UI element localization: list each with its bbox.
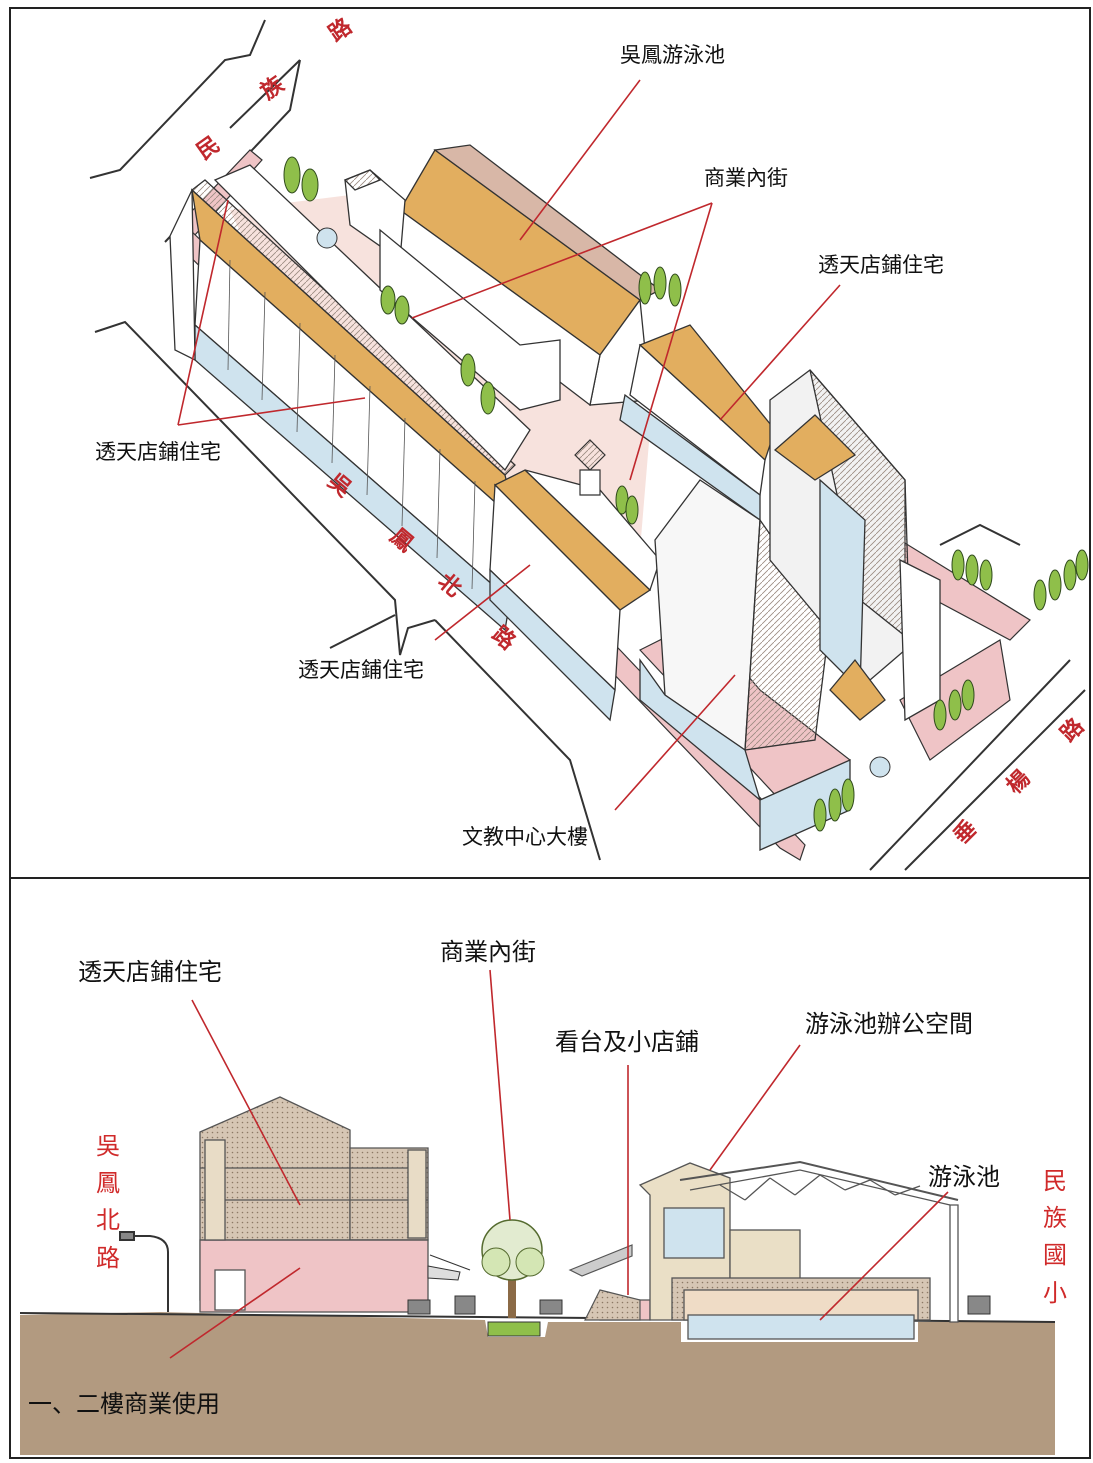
label-section-stands-shops: 看台及小店鋪	[555, 1028, 699, 1056]
section-road-left-char: 路	[96, 1243, 120, 1272]
section-road-right-char: 國	[1043, 1241, 1067, 1270]
label-shophouse-left: 透天店鋪住宅	[95, 440, 221, 464]
label-shophouse-bottom: 透天店鋪住宅	[298, 658, 424, 682]
label-section-pool: 游泳池	[928, 1163, 1000, 1191]
plan-leader-lines	[177, 79, 841, 811]
pool-building	[638, 1160, 959, 1340]
label-swimming-pool: 吳鳳游泳池	[620, 43, 725, 67]
section-road-left-char: 吳	[96, 1132, 120, 1160]
section-leader-lines	[169, 969, 949, 1359]
section-road-right: 民 族 國 小	[1042, 1163, 1068, 1312]
section-road-right-char: 民	[1043, 1167, 1067, 1195]
label-education-tower: 文教中心大樓	[462, 825, 588, 849]
label-commercial-street: 商業內街	[704, 166, 788, 190]
left-shophouse-block	[169, 164, 531, 632]
label-section-pool-office: 游泳池辦公空間	[805, 1010, 973, 1038]
education-center-tower	[639, 369, 941, 852]
street-tree	[481, 1219, 545, 1337]
section-road-right-char: 族	[1043, 1204, 1067, 1233]
section-road-right-char: 小	[1043, 1278, 1067, 1307]
fountain	[316, 227, 338, 249]
swimming-pool-building	[343, 144, 662, 411]
section-left-building	[199, 1096, 429, 1313]
street-lamp	[119, 1231, 169, 1312]
section-road-left-char: 鳳	[96, 1169, 120, 1198]
right-shophouse-block	[619, 324, 776, 522]
section-road-left-char: 北	[96, 1206, 120, 1235]
section-road-left: 吳 鳳 北 路	[95, 1128, 121, 1277]
label-section-shophouse: 透天店鋪住宅	[78, 958, 222, 986]
label-section-commercial-street: 商業內街	[440, 938, 536, 966]
stands	[568, 1244, 651, 1321]
ground-section	[20, 1312, 1055, 1455]
label-shophouse-right: 透天店鋪住宅	[818, 253, 944, 277]
label-section-ground-floors: 一、二樓商業使用	[28, 1390, 220, 1418]
trees	[283, 156, 1089, 832]
fountain	[869, 756, 891, 778]
bottom-shophouse-block	[489, 469, 661, 722]
